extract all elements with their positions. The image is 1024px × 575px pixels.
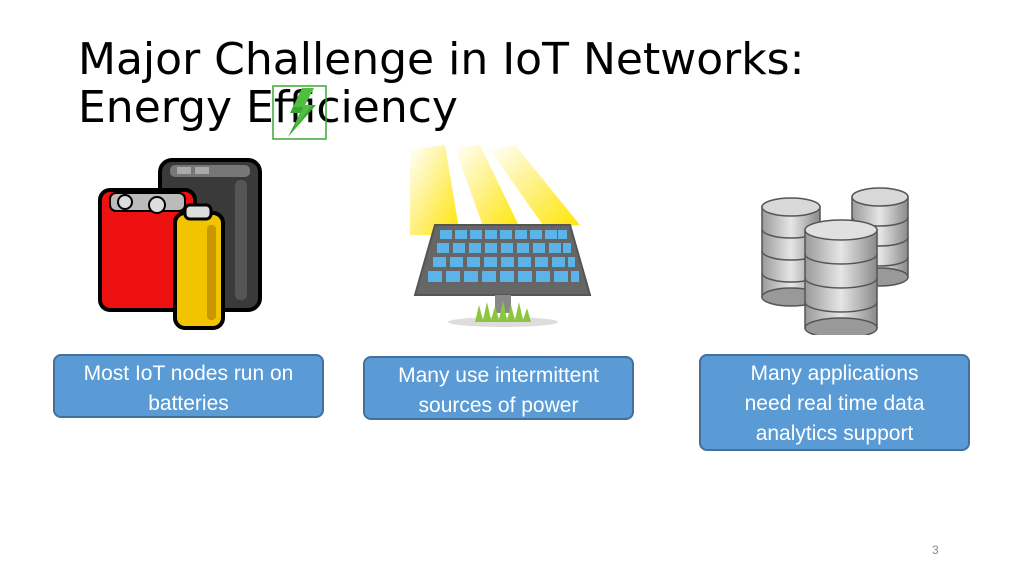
- solar-panel-illustration: [410, 145, 592, 327]
- callout-batteries-text: Most IoT nodes run on batteries: [83, 362, 294, 415]
- callout-intermittent-power-text: Many use intermittent sources of power: [398, 364, 599, 417]
- page-number: 3: [932, 543, 939, 557]
- callout-intermittent-power: Many use intermittent sources of power: [363, 356, 634, 420]
- callout-batteries: Most IoT nodes run on batteries: [53, 354, 324, 418]
- title-line-2: Energy Efficiency: [78, 82, 458, 133]
- batteries-illustration: [98, 158, 262, 330]
- callout-real-time-analytics-text: Many applications need real time data an…: [744, 362, 925, 445]
- callout-real-time-analytics: Many applications need real time data an…: [699, 354, 970, 451]
- database-cylinders-illustration: [761, 187, 909, 335]
- lightning-bolt-icon: [272, 85, 327, 140]
- slide-title: Major Challenge in IoT Networks: Energy …: [78, 36, 878, 132]
- title-line-1: Major Challenge in IoT Networks:: [78, 34, 805, 85]
